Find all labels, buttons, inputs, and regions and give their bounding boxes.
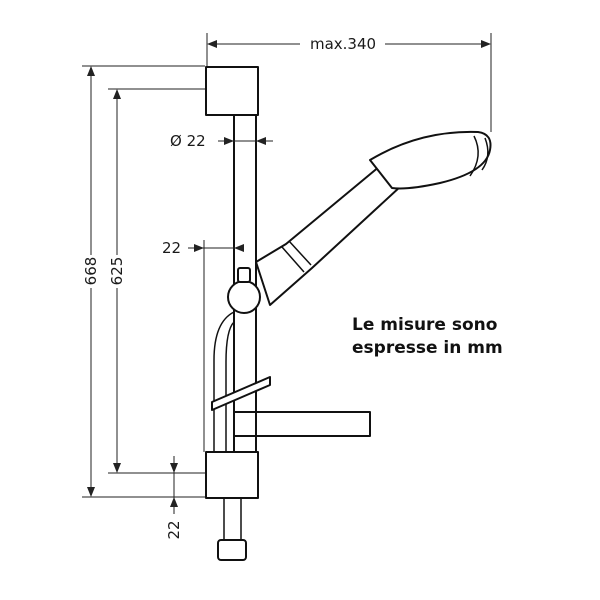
- hose-connector: [217, 539, 247, 561]
- hand-shower-head: [369, 130, 492, 190]
- soap-dish-mount: [233, 411, 257, 437]
- dimension-label-offset-top: 22: [162, 239, 181, 257]
- dimension-label-bar-diameter: Ø 22: [170, 132, 206, 150]
- dimension-offset-bottom: 22: [164, 456, 205, 540]
- slider-knob-grip: [237, 267, 251, 283]
- dimension-offset-top: 22: [162, 239, 244, 452]
- soap-dish-tray: [255, 411, 371, 437]
- dimension-height-holders: 625: [108, 88, 205, 474]
- units-note: Le misure sono espresse in mm: [352, 315, 503, 358]
- bottom-wall-bracket: [205, 451, 259, 499]
- dimension-label-height-total: 668: [82, 257, 100, 286]
- dimension-label-offset-bottom: 22: [165, 520, 183, 539]
- hand-shower-spray-face: [469, 135, 489, 177]
- hand-shower-collar: [281, 240, 312, 273]
- units-note-line-2: espresse in mm: [352, 338, 503, 358]
- shower-hose: [223, 498, 242, 542]
- top-wall-bracket: [205, 66, 259, 116]
- hose-loop: [213, 311, 235, 452]
- dimension-height-total: 668: [82, 65, 205, 498]
- hand-shower-handle: [255, 165, 402, 306]
- soap-dish-arm: [211, 376, 271, 411]
- slider-knob: [227, 280, 261, 314]
- dimension-bar-diameter: Ø 22: [170, 132, 273, 150]
- dimension-label-height-holders: 625: [108, 257, 126, 286]
- dimension-max-reach: max.340: [206, 33, 492, 132]
- shower-rail-assembly: [205, 66, 492, 561]
- dimension-label-max-reach: max.340: [310, 35, 376, 53]
- units-note-line-1: Le misure sono: [352, 315, 497, 335]
